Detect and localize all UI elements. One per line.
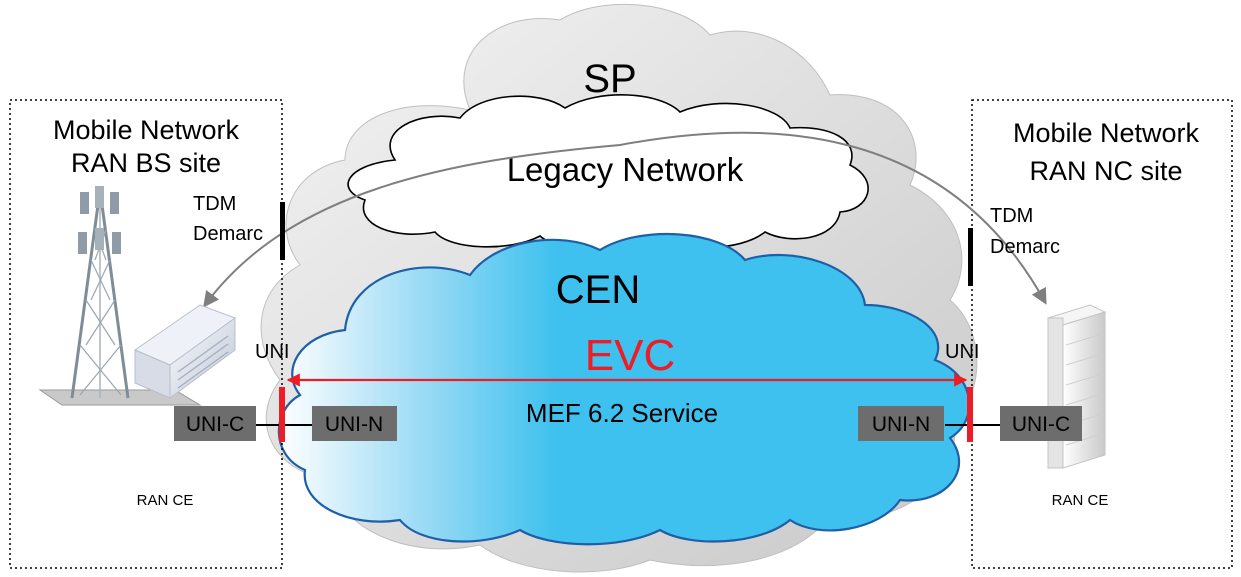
left-site-box — [9, 99, 283, 569]
right-site-title-line1: Mobile Network — [1013, 118, 1200, 148]
left-tdm-demarc-marker — [280, 202, 285, 260]
left-uni-c-label: UNI-C — [186, 413, 244, 436]
right-uni-c-label: UNI-C — [1012, 413, 1070, 436]
left-uni-c-box — [174, 406, 256, 441]
left-uni-marker — [279, 387, 285, 442]
left-ran-ce-label: RAN CE — [137, 492, 194, 509]
right-tdm-label-line2: Demarc — [990, 236, 1060, 258]
right-tdm-label-line1: TDM — [990, 205, 1033, 227]
legacy-network-cloud — [347, 94, 869, 252]
left-tdm-label-line2: Demarc — [193, 223, 263, 245]
right-site-title-line2: RAN NC site — [1029, 156, 1182, 186]
left-uni-n-box — [312, 406, 397, 441]
right-uni-c-box — [1000, 406, 1082, 441]
left-site-title-line1: Mobile Network — [53, 115, 240, 145]
left-uni-n-label: UNI-N — [325, 413, 383, 436]
server-rack-icon — [1046, 304, 1107, 469]
base-station-equipment-icon — [133, 304, 237, 399]
right-uni-n-label: UNI-N — [872, 413, 930, 436]
right-ran-ce-label: RAN CE — [1052, 492, 1109, 509]
evc-label: EVC — [585, 331, 675, 380]
left-site-title-line2: RAN BS site — [71, 148, 221, 178]
right-uni-marker — [967, 387, 973, 442]
left-uni-label: UNI — [255, 341, 289, 363]
evc-service-label: MEF 6.2 Service — [526, 398, 718, 428]
legacy-network-label: Legacy Network — [507, 151, 744, 188]
tdm-path-arrow — [203, 131, 1047, 308]
left-tdm-label-line1: TDM — [193, 193, 236, 215]
cen-label: CEN — [556, 268, 640, 312]
right-site-box — [971, 99, 1233, 569]
right-uni-label: UNI — [945, 341, 979, 363]
sp-label: SP — [583, 57, 636, 101]
right-uni-n-box — [858, 406, 944, 441]
right-tdm-demarc-marker — [968, 228, 973, 286]
cen-cloud — [277, 232, 971, 546]
